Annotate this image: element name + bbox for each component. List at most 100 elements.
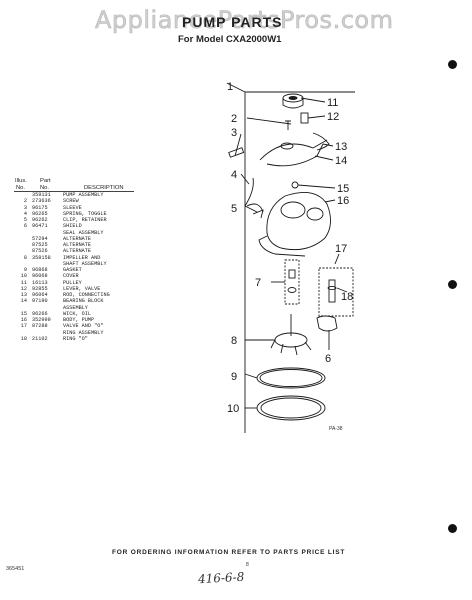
part-number-cell: 352999	[32, 317, 51, 323]
header-rule	[14, 191, 134, 192]
part-number-cell: 96068	[32, 273, 48, 280]
illus-number-cell: 14	[20, 298, 27, 305]
description-cell: ROD, CONNECTING	[63, 292, 110, 298]
callout-6: 6	[325, 353, 331, 365]
description-cell: RING "O"	[63, 335, 88, 342]
callout-8: 8	[231, 335, 237, 347]
pump-body-port-left	[280, 201, 306, 219]
description-cell: GASKET	[63, 267, 82, 273]
illus-number-cell: 5	[23, 217, 27, 223]
part-number-cell: 96064	[32, 292, 48, 298]
gasket-part	[256, 367, 326, 389]
cover-part	[256, 395, 326, 421]
sleeve-part	[228, 147, 245, 158]
description-cell: ALTERNATE	[63, 248, 92, 255]
punch-hole-bottom	[448, 524, 457, 533]
illus-number-cell: 17	[20, 323, 27, 330]
description-cell: WICK, OIL	[63, 310, 92, 317]
illus-number-cell: 13	[20, 292, 27, 298]
description-cell: IMPELLER AND	[63, 254, 101, 261]
callout-5: 5	[231, 203, 237, 215]
leader-4	[240, 173, 250, 185]
handwritten-note: 416-6-8	[197, 569, 245, 587]
page-number: 8	[246, 562, 249, 568]
leader-18	[336, 287, 348, 293]
diagram-code: PA-38	[329, 426, 343, 432]
leader-12	[307, 115, 326, 119]
punch-hole-middle	[448, 280, 457, 289]
model-subtitle: For Model CXA2000W1	[178, 34, 282, 45]
part-number-cell: 87288	[32, 323, 48, 330]
illus-number-cell: 8	[23, 254, 27, 261]
pulley-hub	[288, 95, 298, 101]
column-header-illus: Illus.	[15, 178, 27, 184]
table-row: 18 21102 RING "O"	[14, 336, 204, 342]
description-cell: SHAFT ASSEMBLY	[63, 260, 107, 267]
callout-4: 4	[231, 169, 237, 181]
callout-11: 11	[327, 97, 338, 109]
callout-14: 14	[335, 155, 347, 167]
illus-number-cell: 3	[23, 204, 27, 211]
table-row: SHAFT ASSEMBLY	[14, 261, 204, 267]
part-number-cell: 96868	[32, 267, 48, 273]
table-row: SEAL ASSEMBLY	[14, 230, 204, 236]
part-number-cell: 16113	[32, 279, 48, 286]
pulley-rim	[282, 98, 304, 109]
leader-14	[314, 155, 334, 161]
part-number-cell: 96266	[32, 310, 48, 317]
o-ring-part	[327, 285, 337, 291]
description-cell: RING ASSEMBLY	[63, 329, 104, 336]
part-number-cell: 21102	[32, 335, 48, 342]
illus-number-cell: 18	[20, 335, 27, 342]
valve-part	[328, 279, 336, 303]
leader-13	[322, 143, 334, 147]
callout-12: 12	[327, 111, 339, 123]
pump-body-part	[266, 191, 331, 251]
impeller-vanes	[270, 339, 312, 356]
illus-number-cell: 12	[20, 285, 27, 292]
illus-number-cell: 16	[20, 317, 27, 323]
table-row: 3 96175 SLEEVE	[14, 205, 204, 211]
seal-assembly-part	[284, 259, 300, 305]
callout-2: 2	[231, 113, 237, 125]
description-cell: ALTERNATE	[63, 242, 92, 248]
part-number-cell: 97190	[32, 298, 48, 305]
valve-lever-part	[300, 112, 309, 124]
illus-number-cell: 15	[20, 310, 27, 317]
watermark: AppliancePartsPros.com	[95, 6, 394, 35]
description-cell: PUMP ASSEMBLY	[63, 192, 104, 198]
illus-number-cell: 2	[23, 198, 27, 205]
part-number-cell: 96175	[32, 204, 48, 211]
screw-part	[285, 120, 291, 130]
leader-16	[324, 199, 336, 203]
description-cell: PULLEY	[63, 279, 82, 286]
leader-9	[244, 373, 258, 379]
part-number-cell: 359131	[32, 192, 51, 198]
cover-inner	[260, 397, 322, 419]
description-cell: ASSEMBLY	[63, 304, 88, 311]
callout-7: 7	[255, 277, 261, 289]
callout-9: 9	[231, 371, 237, 383]
description-cell: SHIELD	[63, 223, 82, 230]
leader-5	[244, 205, 258, 213]
leader-2	[246, 117, 292, 125]
description-cell: LEVER, VALVE	[63, 285, 101, 292]
illus-number-cell: 6	[23, 223, 27, 230]
description-cell: SLEEVE	[63, 204, 82, 211]
part-number-cell: 96265	[32, 210, 48, 217]
illus-number-cell: 10	[20, 273, 27, 280]
table-row: 359131 PUMP ASSEMBLY	[14, 192, 204, 198]
seal-inner-upper	[288, 269, 296, 279]
leader-17	[334, 253, 340, 265]
connecting-rod-part	[312, 132, 330, 151]
